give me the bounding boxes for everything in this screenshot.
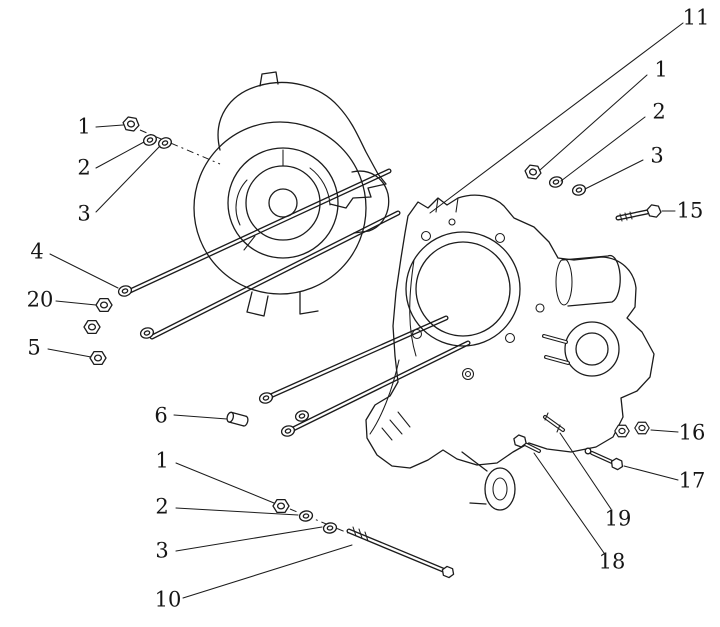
callout-17: 17 <box>678 468 706 493</box>
callout-label: 5 <box>27 335 41 360</box>
callout-label: 19 <box>604 506 632 531</box>
callout-6: 6 <box>154 403 168 428</box>
callout-1-top-left: 1 <box>77 114 91 139</box>
callout-18: 18 <box>598 549 626 574</box>
callout-19: 19 <box>604 506 632 531</box>
callout-3-top-right: 3 <box>650 143 664 168</box>
callout-2-top-right: 2 <box>652 99 666 124</box>
hex-bolt-part <box>513 434 541 453</box>
hex-nut-part <box>121 115 141 133</box>
hex-nut-part <box>83 319 101 335</box>
callout-label: 2 <box>155 494 169 519</box>
stud-part <box>543 412 565 433</box>
hex-nut-part <box>614 424 630 438</box>
callout-label: 2 <box>77 155 91 180</box>
callout-1-bottom-left: 1 <box>155 448 169 473</box>
callout-3-top-left: 3 <box>77 201 91 226</box>
callout-3-bottom-left: 3 <box>155 538 169 563</box>
callout-11: 11 <box>682 5 710 30</box>
washer-part <box>570 182 588 198</box>
callout-label: 16 <box>678 420 706 445</box>
assembly-axis-lines <box>139 129 349 534</box>
callout-16: 16 <box>678 420 706 445</box>
callout-label: 11 <box>682 5 710 30</box>
callout-label: 18 <box>598 549 626 574</box>
callout-label: 3 <box>650 143 664 168</box>
callout-1-top-right: 1 <box>654 57 668 82</box>
callout-4: 4 <box>30 239 44 264</box>
left-crankcase-half <box>193 71 390 317</box>
washer-part <box>116 283 134 299</box>
hex-nut-part <box>523 163 543 181</box>
fastener-parts <box>83 115 662 579</box>
callout-label: 15 <box>676 198 704 223</box>
hex-bolt-part <box>615 204 662 222</box>
callout-2-top-left: 2 <box>77 155 91 180</box>
spacer-bushing-part <box>225 410 250 428</box>
callout-label: 1 <box>155 448 169 473</box>
callout-label: 2 <box>652 99 666 124</box>
callout-label: 6 <box>154 403 168 428</box>
fitting-bolt-part <box>584 447 624 471</box>
callout-20: 20 <box>26 287 54 312</box>
callout-label: 10 <box>154 587 182 612</box>
callout-label: 4 <box>30 239 44 264</box>
right-crankcase-half <box>365 194 655 511</box>
callout-label: 3 <box>77 201 91 226</box>
callout-label: 17 <box>678 468 706 493</box>
callout-label: 20 <box>26 287 54 312</box>
hex-nut-part <box>272 498 290 514</box>
callout-15: 15 <box>676 198 704 223</box>
hex-nut-part <box>634 421 650 435</box>
callout-2-bottom-left: 2 <box>155 494 169 519</box>
long-bolt-part <box>346 526 455 579</box>
washer-part <box>141 132 159 148</box>
washer-part <box>547 174 565 190</box>
leader-lines <box>47 22 684 599</box>
callout-label: 1 <box>654 57 668 82</box>
callout-label: 1 <box>77 114 91 139</box>
callout-5: 5 <box>27 335 41 360</box>
callout-label: 3 <box>155 538 169 563</box>
crankcase-studs <box>127 168 471 434</box>
callout-10: 10 <box>154 587 182 612</box>
hex-nut-part <box>95 297 113 313</box>
washer-part <box>298 509 314 523</box>
hex-nut-part <box>89 350 107 366</box>
